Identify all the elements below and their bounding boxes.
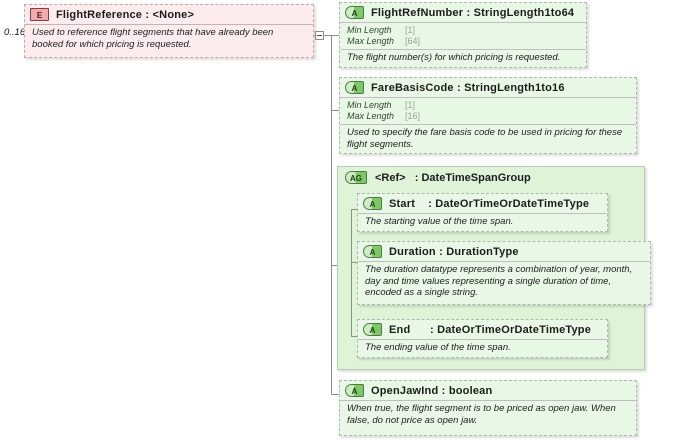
connector-group-branch-start bbox=[351, 209, 358, 210]
node-annotation: The flight number(s) for which pricing i… bbox=[340, 49, 586, 67]
node-header: A FareBasisCode : StringLength1to16 bbox=[340, 78, 636, 97]
node-separator: : bbox=[441, 384, 446, 397]
node-start[interactable]: A Start : DateOrTimeOrDateTimeType The s… bbox=[357, 193, 608, 232]
node-name: FlightRefNumber bbox=[371, 6, 464, 19]
connector-root-stub bbox=[314, 35, 316, 36]
group-separator: : bbox=[414, 171, 419, 184]
connector-branch-1 bbox=[331, 35, 339, 36]
node-flight-reference[interactable]: E FlightReference : <None> Used to refer… bbox=[24, 4, 314, 58]
attribute-badge: A bbox=[345, 384, 364, 397]
node-separator: : bbox=[428, 197, 432, 210]
attribute-badge: A bbox=[363, 245, 382, 258]
node-title: FlightReference : <None> bbox=[56, 9, 194, 21]
node-open-jaw-ind[interactable]: A OpenJawInd : boolean When true, the fl… bbox=[339, 380, 637, 436]
facet-row: Min Length [1] bbox=[347, 25, 580, 36]
node-type: DateOrTimeOrDateTimeType bbox=[435, 197, 590, 210]
group-header: AG <Ref> : DateTimeSpanGroup bbox=[338, 167, 644, 186]
node-name: FlightReference bbox=[56, 8, 143, 21]
node-separator: : bbox=[456, 81, 461, 94]
connector-group-branch-duration bbox=[351, 262, 358, 263]
facet-value: [64] bbox=[405, 36, 421, 46]
facet-row: Min Length [1] bbox=[347, 100, 630, 111]
node-title: End : DateOrTimeOrDateTimeType bbox=[389, 324, 591, 336]
node-title: FareBasisCode : StringLength1to16 bbox=[371, 82, 565, 94]
attribute-group-badge: AG bbox=[345, 171, 367, 184]
connector-toggle-stub bbox=[324, 35, 332, 36]
node-annotation: Used to specify the fare basis code to b… bbox=[340, 124, 636, 153]
node-separator: : bbox=[466, 6, 471, 19]
node-header: A Start : DateOrTimeOrDateTimeType bbox=[358, 194, 607, 213]
node-end[interactable]: A End : DateOrTimeOrDateTimeType The end… bbox=[357, 319, 608, 358]
node-title: Duration : DurationType bbox=[389, 246, 519, 258]
node-annotation: The ending value of the time span. bbox=[358, 339, 607, 357]
facet-label: Max Length bbox=[347, 111, 395, 121]
facet-label: Max Length bbox=[347, 36, 395, 46]
facet-list: Min Length [1] Max Length [16] bbox=[340, 97, 636, 124]
connector-trunk bbox=[331, 35, 332, 394]
node-type: <None> bbox=[152, 8, 195, 21]
node-name: Start bbox=[389, 197, 416, 210]
connector-group-branch-end bbox=[351, 336, 358, 337]
facet-row: Max Length [64] bbox=[347, 36, 580, 47]
facet-value: [1] bbox=[405, 100, 416, 110]
connector-branch-3 bbox=[331, 394, 339, 395]
group-name: <Ref> bbox=[375, 171, 406, 184]
cardinality-label: 0..16 bbox=[4, 27, 26, 38]
node-separator: : bbox=[429, 323, 434, 336]
node-title: FlightRefNumber : StringLength1to64 bbox=[371, 7, 574, 19]
facet-label: Min Length bbox=[347, 100, 392, 110]
node-title: Start : DateOrTimeOrDateTimeType bbox=[389, 198, 589, 210]
node-duration[interactable]: A Duration : DurationType The duration d… bbox=[357, 241, 651, 305]
node-header: A End : DateOrTimeOrDateTimeType bbox=[358, 320, 607, 339]
attribute-badge: A bbox=[345, 81, 364, 94]
node-annotation: When true, the flight segment is to be p… bbox=[340, 400, 636, 429]
node-type: DurationType bbox=[446, 245, 519, 258]
node-separator: : bbox=[145, 8, 150, 21]
attribute-badge: A bbox=[363, 323, 382, 336]
node-annotation: The starting value of the time span. bbox=[358, 213, 607, 231]
node-header: A FlightRefNumber : StringLength1to64 bbox=[340, 3, 586, 22]
element-badge: E bbox=[30, 8, 49, 21]
facet-label: Min Length bbox=[347, 25, 392, 35]
collapse-minus-icon[interactable] bbox=[315, 31, 324, 40]
group-type: DateTimeSpanGroup bbox=[421, 171, 531, 184]
node-annotation: Used to reference flight segments that h… bbox=[25, 24, 313, 53]
node-header: A Duration : DurationType bbox=[358, 242, 650, 261]
node-title: OpenJawInd : boolean bbox=[371, 385, 492, 397]
connector-group-trunk bbox=[351, 209, 352, 336]
node-name: End bbox=[389, 323, 411, 336]
facet-value: [1] bbox=[405, 25, 416, 35]
node-header: E FlightReference : <None> bbox=[25, 5, 313, 24]
node-fare-basis-code[interactable]: A FareBasisCode : StringLength1to16 Min … bbox=[339, 77, 637, 154]
connector-branch-2 bbox=[331, 110, 339, 111]
facet-row: Max Length [16] bbox=[347, 111, 630, 122]
node-header: A OpenJawInd : boolean bbox=[340, 381, 636, 400]
node-type: DateOrTimeOrDateTimeType bbox=[437, 323, 592, 336]
node-name: OpenJawInd bbox=[371, 384, 439, 397]
node-name: FareBasisCode bbox=[371, 81, 454, 94]
node-name: Duration bbox=[389, 245, 436, 258]
connector-branch-group bbox=[331, 265, 339, 266]
attribute-badge: A bbox=[345, 6, 364, 19]
facet-list: Min Length [1] Max Length [64] bbox=[340, 22, 586, 49]
group-title: <Ref> : DateTimeSpanGroup bbox=[375, 172, 531, 184]
facet-value: [16] bbox=[405, 111, 421, 121]
node-type: StringLength1to16 bbox=[464, 81, 565, 94]
node-separator: : bbox=[439, 245, 443, 258]
node-annotation: The duration datatype represents a combi… bbox=[358, 261, 650, 302]
node-type: StringLength1to64 bbox=[473, 6, 575, 19]
node-flight-ref-number[interactable]: A FlightRefNumber : StringLength1to64 Mi… bbox=[339, 2, 587, 68]
node-type: boolean bbox=[448, 384, 493, 397]
attribute-badge: A bbox=[363, 197, 382, 210]
